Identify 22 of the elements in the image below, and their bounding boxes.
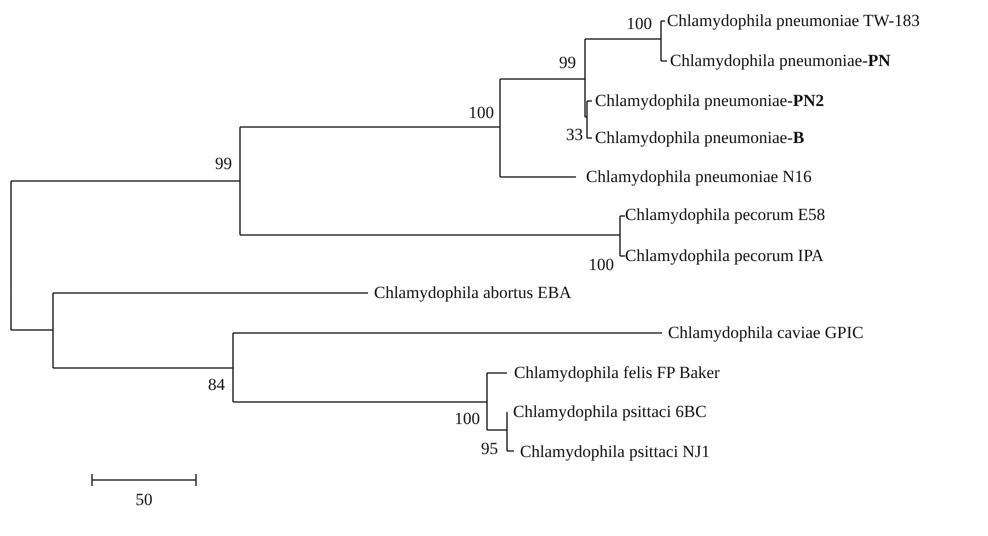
taxon-label: Chlamydophila pneumoniae-B	[595, 128, 804, 148]
taxon-label: Chlamydophila pneumoniae N16	[586, 167, 812, 187]
bootstrap-value: 33	[566, 125, 583, 145]
taxon-label: Chlamydophila pneumoniae TW-183	[667, 11, 920, 31]
taxon-label: Chlamydophila psittaci 6BC	[513, 402, 707, 422]
taxon-label: Chlamydophila pecorum E58	[625, 205, 826, 225]
taxon-label: Chlamydophila felis FP Baker	[514, 363, 720, 383]
taxon-label: Chlamydophila caviae GPIC	[668, 323, 864, 343]
bootstrap-value: 95	[481, 439, 498, 459]
bootstrap-value: 100	[588, 255, 614, 275]
bootstrap-value: 84	[208, 375, 225, 395]
taxon-label: Chlamydophila abortus EBA	[374, 283, 572, 303]
taxon-label: Chlamydophila pneumoniae-PN	[670, 51, 890, 71]
taxon-label: Chlamydophila pecorum IPA	[625, 246, 824, 266]
bootstrap-value: 100	[454, 409, 480, 429]
bootstrap-value: 99	[559, 53, 576, 73]
bootstrap-value: 99	[215, 154, 232, 174]
bootstrap-value: 100	[468, 103, 494, 123]
taxon-label: Chlamydophila psittaci NJ1	[520, 442, 710, 462]
scale-bar-label: 50	[136, 490, 152, 510]
bootstrap-value: 100	[626, 14, 652, 34]
taxon-label: Chlamydophila pneumoniae-PN2	[595, 91, 824, 111]
